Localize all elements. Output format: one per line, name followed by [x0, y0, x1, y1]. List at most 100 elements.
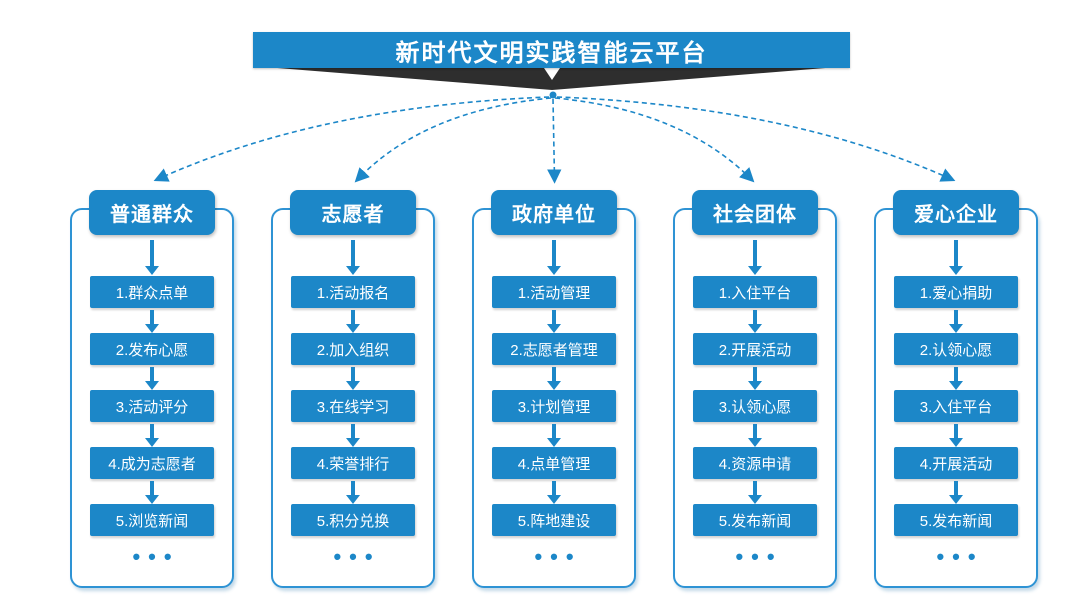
down-arrow-icon	[351, 235, 355, 276]
flow-step: 1.活动报名	[291, 276, 415, 308]
flow-step: 3.计划管理	[492, 390, 616, 422]
hub-dot	[549, 91, 557, 99]
down-arrow-icon	[351, 365, 355, 390]
down-arrow-icon	[753, 365, 757, 390]
flow-step: 3.认领心愿	[693, 390, 817, 422]
down-arrow-icon	[954, 235, 958, 276]
flow-step: 1.群众点单	[90, 276, 214, 308]
down-arrow-icon	[552, 422, 556, 447]
dashed-connector-3	[547, 98, 562, 184]
down-arrow-icon	[552, 367, 556, 381]
down-arrow-icon	[954, 365, 958, 390]
flow-step: 4.点单管理	[492, 447, 616, 479]
ribbon-fold	[253, 66, 850, 90]
ellipsis: •••	[936, 544, 984, 569]
down-arrow-icon	[552, 479, 556, 504]
flow-step: 3.入住平台	[894, 390, 1018, 422]
flow-step: 5.积分兑换	[291, 504, 415, 536]
flow-step: 5.浏览新闻	[90, 504, 214, 536]
flow-step: 4.资源申请	[693, 447, 817, 479]
down-arrow-icon	[150, 240, 154, 266]
down-arrow-icon	[753, 367, 757, 381]
down-arrow-icon	[753, 422, 757, 447]
down-arrow-icon	[753, 240, 757, 266]
ellipsis: •••	[132, 544, 180, 569]
column-2: 志愿者 1.活动报名 2.加入组织 3.在线学习 4.荣誉排行 5.积分兑换 •••	[271, 190, 435, 588]
flow-step: 5.发布新闻	[693, 504, 817, 536]
column-5: 爱心企业 1.爱心捐助 2.认领心愿 3.入住平台 4.开展活动 5.发布新闻 •••	[874, 190, 1038, 588]
flow-step: 5.发布新闻	[894, 504, 1018, 536]
down-arrow-icon	[954, 424, 958, 438]
down-arrow-icon	[150, 310, 154, 324]
column-header: 爱心企业	[893, 190, 1019, 235]
flow-step: 2.加入组织	[291, 333, 415, 365]
down-arrow-icon	[954, 240, 958, 266]
dashed-connector-4	[554, 97, 755, 183]
down-arrow-icon	[954, 308, 958, 333]
flow-step: 4.成为志愿者	[90, 447, 214, 479]
down-arrow-icon	[753, 479, 757, 504]
dashed-connector-2	[354, 97, 552, 183]
flow-step: 1.活动管理	[492, 276, 616, 308]
ellipsis: •••	[534, 544, 582, 569]
ribbon-arrow-icon	[544, 68, 560, 80]
flow-step: 4.荣誉排行	[291, 447, 415, 479]
column-content: 爱心企业 1.爱心捐助 2.认领心愿 3.入住平台 4.开展活动 5.发布新闻 •••	[874, 190, 1038, 588]
down-arrow-icon	[351, 481, 355, 495]
down-arrow-icon	[150, 422, 154, 447]
down-arrow-icon	[351, 240, 355, 266]
dashed-connector-5	[556, 96, 956, 182]
down-arrow-icon	[351, 310, 355, 324]
dashed-connector-1	[153, 96, 550, 182]
down-arrow-icon	[552, 240, 556, 266]
column-header: 社会团体	[692, 190, 818, 235]
column-header: 普通群众	[89, 190, 215, 235]
down-arrow-icon	[351, 422, 355, 447]
down-arrow-icon	[954, 481, 958, 495]
title-banner: 新时代文明实践智能云平台	[253, 32, 850, 68]
down-arrow-icon	[954, 422, 958, 447]
column-header: 志愿者	[290, 190, 416, 235]
down-arrow-icon	[150, 308, 154, 333]
down-arrow-icon	[954, 479, 958, 504]
flow-step: 2.发布心愿	[90, 333, 214, 365]
down-arrow-icon	[552, 235, 556, 276]
flow-step: 2.认领心愿	[894, 333, 1018, 365]
flow-step: 1.爱心捐助	[894, 276, 1018, 308]
down-arrow-icon	[753, 308, 757, 333]
flow-step: 1.入住平台	[693, 276, 817, 308]
down-arrow-icon	[150, 479, 154, 504]
down-arrow-icon	[753, 481, 757, 495]
flow-step: 5.阵地建设	[492, 504, 616, 536]
down-arrow-icon	[552, 365, 556, 390]
down-arrow-icon	[552, 308, 556, 333]
down-arrow-icon	[954, 310, 958, 324]
down-arrow-icon	[954, 367, 958, 381]
down-arrow-icon	[150, 367, 154, 381]
down-arrow-icon	[552, 481, 556, 495]
down-arrow-icon	[150, 424, 154, 438]
flow-step: 3.在线学习	[291, 390, 415, 422]
down-arrow-icon	[150, 235, 154, 276]
page-title: 新时代文明实践智能云平台	[395, 39, 708, 67]
down-arrow-icon	[351, 308, 355, 333]
column-header: 政府单位	[491, 190, 617, 235]
flow-step: 4.开展活动	[894, 447, 1018, 479]
down-arrow-icon	[753, 235, 757, 276]
down-arrow-icon	[150, 481, 154, 495]
column-content: 志愿者 1.活动报名 2.加入组织 3.在线学习 4.荣誉排行 5.积分兑换 •••	[271, 190, 435, 588]
ellipsis: •••	[735, 544, 783, 569]
down-arrow-icon	[552, 424, 556, 438]
down-arrow-icon	[753, 310, 757, 324]
ellipsis: •••	[333, 544, 381, 569]
down-arrow-icon	[552, 310, 556, 324]
down-arrow-icon	[351, 424, 355, 438]
